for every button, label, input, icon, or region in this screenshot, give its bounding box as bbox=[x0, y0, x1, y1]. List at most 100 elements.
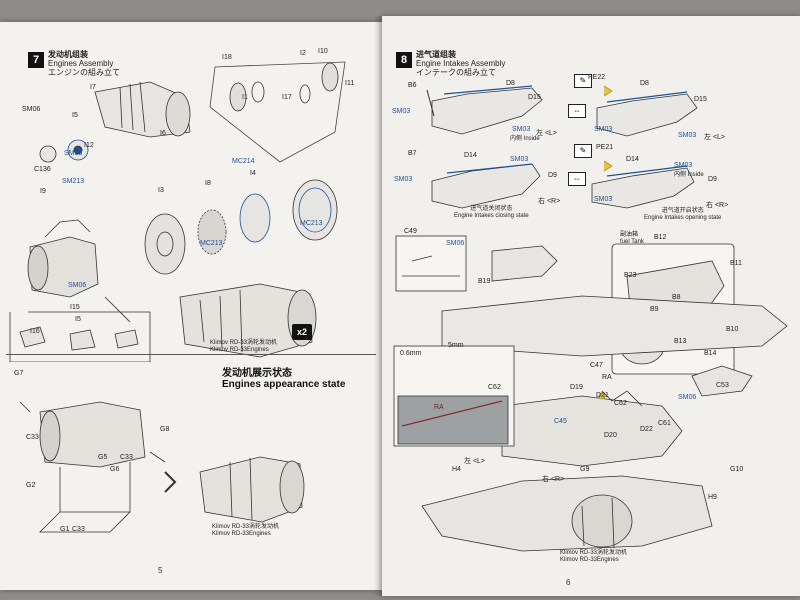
label-b9: B9 bbox=[650, 306, 659, 313]
fuel-tank-cn: 副油箱 bbox=[620, 232, 639, 238]
stand-caption: Klimov RD-33涡轮发动机 Klimov RD-33Engines bbox=[212, 524, 279, 538]
right-engine-caption-en: Klimov RD-33Engines bbox=[560, 557, 619, 563]
stand-caption-en: Klimov RD-33Engines bbox=[212, 531, 271, 537]
label-mc213-left: MC213 bbox=[200, 240, 223, 247]
label-d9-left: D9 bbox=[548, 172, 557, 179]
label-g9: G9 bbox=[580, 466, 590, 473]
label-c62-right: C62 bbox=[614, 400, 627, 407]
appearance-title-cn: 发动机展示状态 bbox=[222, 368, 292, 379]
label-sm03-f: SM03 bbox=[674, 162, 693, 169]
step-7-title-cn: 发动机组装 bbox=[48, 50, 88, 59]
label-sm03: SM03 bbox=[64, 150, 83, 157]
label-sm03-h: SM03 bbox=[594, 196, 613, 203]
left-page: 7 发动机组装 Engines Assembly エンジンの組み立て bbox=[0, 22, 382, 590]
label-c33-c: C33 bbox=[72, 526, 85, 533]
label-b10: B10 bbox=[726, 326, 739, 333]
label-sm06-top: SM06 bbox=[22, 106, 41, 113]
closing-caption-en: Engine Intakes closing state bbox=[454, 213, 529, 219]
closing-caption-cn: 进气道关闭状态 bbox=[470, 206, 513, 212]
label-c62-left: C62 bbox=[488, 384, 501, 391]
label-b23: B23 bbox=[624, 272, 637, 279]
engine-stand-drawing bbox=[19, 401, 305, 533]
appearance-title: 发动机展示状态 Engines appearance state bbox=[222, 368, 345, 390]
label-sm03-b: SM03 bbox=[512, 126, 531, 133]
label-g10: G10 bbox=[730, 466, 744, 473]
label-sm03-e: SM03 bbox=[510, 156, 529, 163]
fuel-tank-en: fuel Tank bbox=[620, 239, 644, 245]
label-sm03-c: SM03 bbox=[594, 126, 613, 133]
label-sm06-mid: SM06 bbox=[68, 282, 87, 289]
label-i10: I10 bbox=[318, 48, 328, 55]
opening-caption-cn: 进气道开启状态 bbox=[661, 208, 704, 214]
label-c49: C49 bbox=[404, 228, 417, 235]
right-page: 8 进气道组装 Engine Intakes Assembly インテークの組み… bbox=[382, 16, 800, 596]
label-c47: C47 bbox=[590, 362, 603, 369]
label-i4: I4 bbox=[250, 170, 256, 177]
label-inside-b: 内侧 Inside bbox=[674, 172, 704, 178]
label-sm03-a: SM03 bbox=[392, 108, 411, 115]
label-g8: G8 bbox=[160, 426, 170, 433]
page-number-left: 5 bbox=[158, 566, 163, 575]
label-g1: G1 bbox=[60, 526, 70, 533]
label-c136: C136 bbox=[34, 166, 51, 173]
opening-caption-en: Engine Intakes opening state bbox=[644, 215, 722, 221]
engine-assembly-drawing bbox=[9, 61, 346, 362]
step-8-title-cn: 进气道组装 bbox=[416, 50, 456, 59]
glue-icon: ✎ bbox=[574, 74, 592, 88]
label-b7: B7 bbox=[408, 150, 417, 157]
label-d15-left: D15 bbox=[528, 94, 541, 101]
label-b13: B13 bbox=[674, 338, 687, 345]
label-i6: I6 bbox=[160, 130, 166, 137]
step-7-title-en: Engines Assembly bbox=[48, 59, 114, 68]
label-i12: I12 bbox=[84, 142, 94, 149]
label-d8-right: D8 bbox=[640, 80, 649, 87]
aircraft-underside-drawing bbox=[393, 235, 788, 552]
label-right-b: 右 <R> bbox=[706, 202, 729, 209]
label-mc214: MC214 bbox=[232, 158, 255, 165]
label-i18: I18 bbox=[222, 54, 232, 61]
stand-caption-cn: Klimov RD-33涡轮发动机 bbox=[212, 524, 280, 530]
label-i5-bottom: I5 bbox=[75, 316, 81, 323]
label-i17: I17 bbox=[282, 94, 292, 101]
label-mc213-right: MC213 bbox=[300, 220, 323, 227]
quantity-x2-badge: x2 bbox=[292, 324, 312, 340]
label-sm06-left: SM06 bbox=[446, 240, 465, 247]
label-d22: D22 bbox=[640, 426, 653, 433]
opening-caption: 进气道开启状态 Engine Intakes opening state bbox=[644, 208, 721, 222]
label-right-a: 右 <R> bbox=[538, 198, 561, 205]
label-ra-photo: RA bbox=[434, 404, 444, 411]
label-i16: I16 bbox=[30, 328, 40, 335]
swap-arrow-icon: ⇔ bbox=[568, 172, 586, 186]
engine-caption-cn: Klimov RD-33涡轮发动机 bbox=[210, 340, 278, 346]
label-b8: B8 bbox=[672, 294, 681, 301]
section-divider bbox=[6, 354, 376, 355]
right-engine-caption-cn: Klimov RD-33涡轮发动机 bbox=[560, 550, 628, 556]
label-c45: C45 bbox=[554, 418, 567, 425]
label-b11: B11 bbox=[730, 260, 742, 267]
label-i15: I15 bbox=[70, 304, 80, 311]
step-7-badge: 7 bbox=[28, 52, 44, 68]
appearance-title-en: Engines appearance state bbox=[222, 379, 346, 390]
label-g6: G6 bbox=[110, 466, 120, 473]
label-b12: B12 bbox=[654, 234, 667, 241]
step-8-title-en: Engine Intakes Assembly bbox=[416, 59, 506, 68]
label-0-6mm: 0.6mm bbox=[400, 350, 422, 357]
step-8-badge: 8 bbox=[396, 52, 412, 68]
label-sm06-right: SM06 bbox=[678, 394, 697, 401]
label-ra: RA bbox=[602, 374, 612, 381]
label-i11: I11 bbox=[345, 80, 355, 87]
step-8-title: 进气道组装 Engine Intakes Assembly インテークの組み立て bbox=[416, 50, 505, 77]
label-pe21: PE21 bbox=[596, 144, 614, 151]
step-7-title-jp: エンジンの組み立て bbox=[48, 68, 120, 77]
label-i9: I9 bbox=[40, 188, 46, 195]
label-h9: H9 bbox=[708, 494, 717, 501]
label-d14-left: D14 bbox=[464, 152, 477, 159]
label-sm03-g: SM03 bbox=[394, 176, 413, 183]
label-d14-right: D14 bbox=[626, 156, 639, 163]
intake-assembly-drawing bbox=[426, 85, 698, 209]
closing-caption: 进气道关闭状态 Engine Intakes closing state bbox=[454, 206, 529, 220]
label-left-b: 左 <L> bbox=[704, 134, 726, 141]
label-i5-top: I5 bbox=[72, 112, 78, 119]
right-engine-caption: Klimov RD-33涡轮发动机 Klimov RD-33Engines bbox=[560, 550, 627, 564]
